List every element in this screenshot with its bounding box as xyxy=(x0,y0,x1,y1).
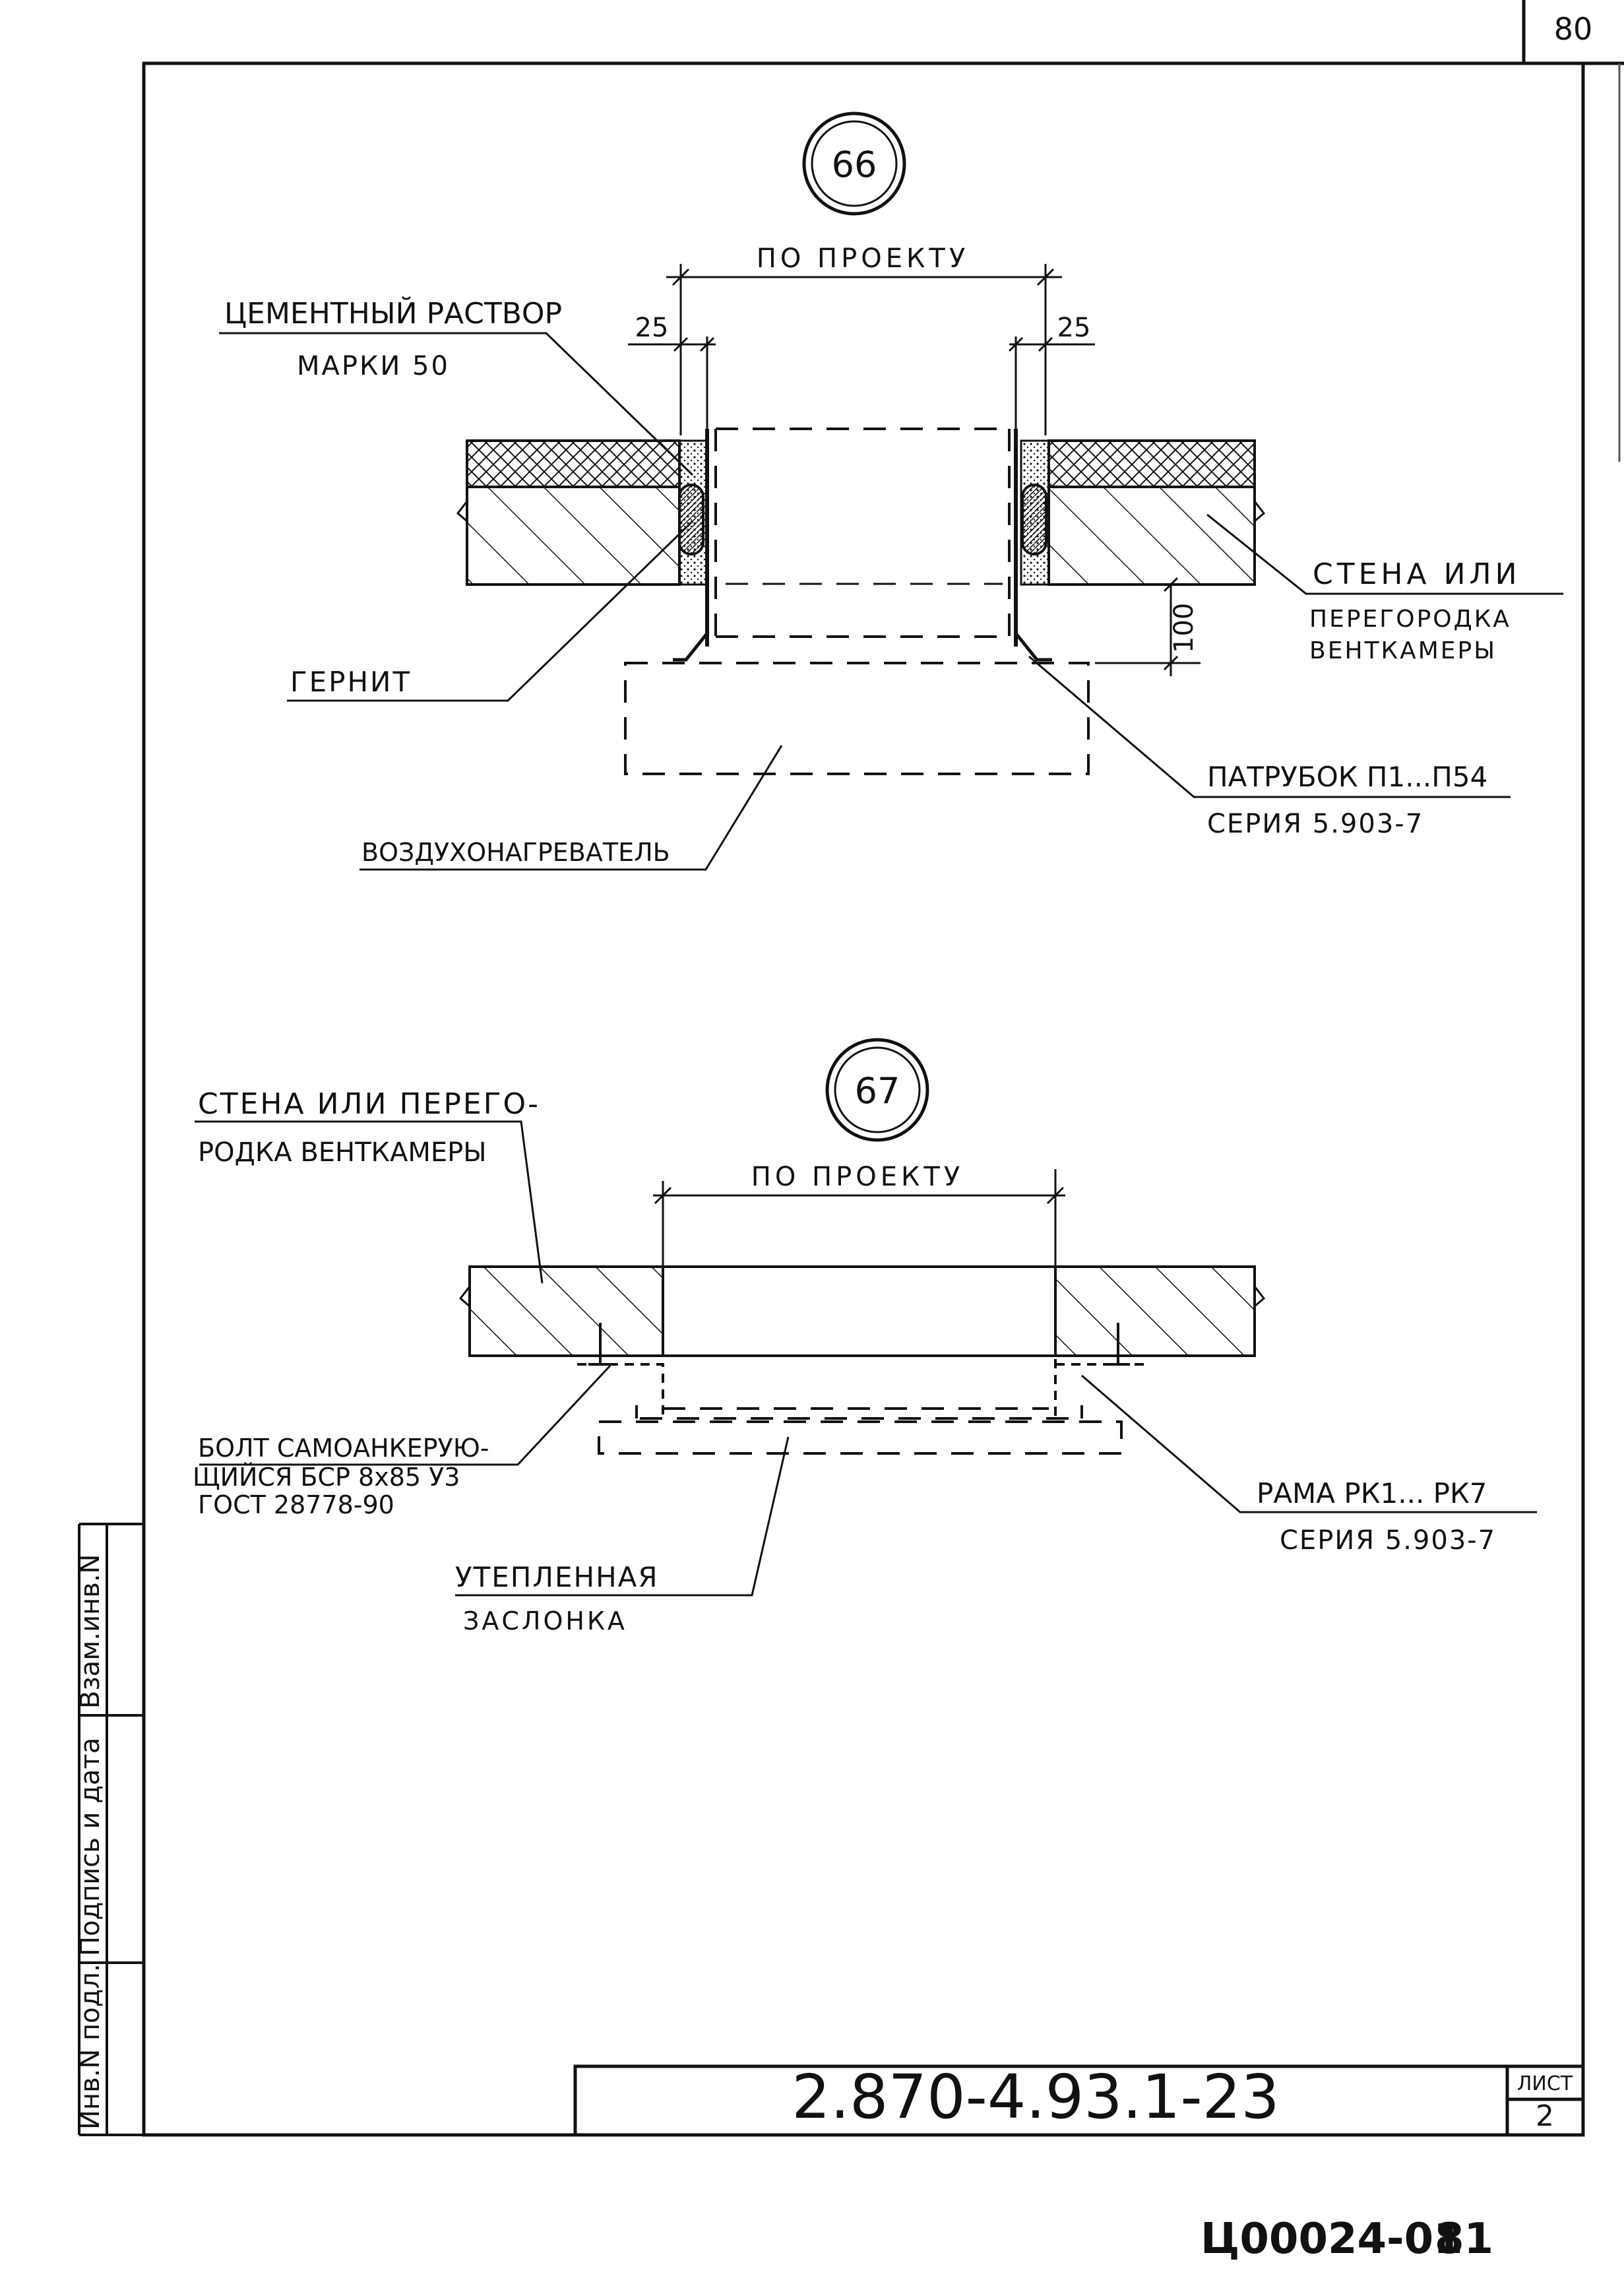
svg-text:100: 100 xyxy=(1169,603,1199,653)
archive-code: Ц00024-01 xyxy=(1201,2215,1463,2264)
svg-text:ПО ПРОЕКТУ: ПО ПРОЕКТУ xyxy=(757,243,969,274)
insulated-damper-outline xyxy=(598,1420,1123,1455)
label-pipe-series: СЕРИЯ 5.903-7 xyxy=(1207,809,1423,839)
detail-marker-67: 67 xyxy=(825,1038,929,1142)
label-damper-line2: ЗАСЛОНКА xyxy=(463,1606,627,1635)
frame-and-damper-67 xyxy=(577,1359,1148,1455)
label-bolt: БОЛТ САМОАНКЕРУЮ- xyxy=(198,1434,489,1463)
label-pipe: ПАТРУБОК П1...П54 xyxy=(1207,761,1487,793)
label-bolt-spec: ЩИЙСЯ БСР 8х85 У3 xyxy=(193,1463,460,1492)
archive-page: 81 xyxy=(1435,2215,1493,2264)
label-wall-66-line2: ПЕРЕГОРОДКА xyxy=(1309,606,1511,633)
dimension-main-66: ПО ПРОЕКТУ xyxy=(666,243,1062,435)
dimension-main-67: ПО ПРОЕКТУ xyxy=(653,1162,1065,1267)
label-frame-series: СЕРИЯ 5.903-7 xyxy=(1280,1525,1496,1556)
air-heater-outline xyxy=(624,662,1090,775)
label-cement-mortar-grade: МАРКИ 50 xyxy=(297,351,450,381)
detail-67: 67 ПО ПРОЕКТУ xyxy=(193,1038,1537,1635)
label-wall-67: СТЕНА ИЛИ ПЕРЕГО- xyxy=(198,1087,540,1121)
dimension-100: 100 xyxy=(1095,577,1201,676)
detail-66: 66 ПО ПРОЕКТУ 25 25 xyxy=(219,111,1563,871)
pipe-outline-66 xyxy=(673,428,1052,662)
detail-marker-66: 66 xyxy=(802,111,906,216)
dimension-25-right: 25 xyxy=(1008,313,1095,435)
sheet-label: ЛИСТ xyxy=(1517,2072,1573,2095)
wall-section-67 xyxy=(458,1265,1266,1366)
svg-text:ПО ПРОЕКТУ: ПО ПРОЕКТУ xyxy=(751,1162,964,1192)
signature-date-label: Подпись и дата xyxy=(75,1738,106,1956)
label-frame: РАМА РК1... РК7 xyxy=(1257,1477,1487,1509)
label-damper: УТЕПЛЕННАЯ xyxy=(455,1561,659,1593)
inv-no-orig-label: Инв.N подл. xyxy=(75,1963,106,2130)
label-wall-67-line2: РОДКА ВЕНТКАМЕРЫ xyxy=(198,1137,487,1168)
replace-inv-label: Взам.инв.N xyxy=(75,1554,106,1709)
svg-text:25: 25 xyxy=(635,313,669,343)
dimension-25-left: 25 xyxy=(628,313,716,435)
document-code: 2.870-4.93.1-23 xyxy=(792,2062,1279,2132)
label-wall-66-line3: ВЕНТКАМЕРЫ xyxy=(1309,637,1497,664)
wall-section-66 xyxy=(456,439,1266,586)
corner-page-number: 80 xyxy=(1554,11,1593,47)
leaders-67 xyxy=(195,1120,1537,1597)
side-stamp: Взам.инв.N Подпись и дата Инв.N подл. xyxy=(75,1523,144,2136)
label-heater: ВОЗДУХОНАГРЕВАТЕЛЬ xyxy=(361,838,670,867)
svg-text:66: 66 xyxy=(832,144,877,185)
label-cement-mortar: ЦЕМЕНТНЫЙ РАСТВОР xyxy=(224,296,562,331)
label-bolt-gost: ГОСТ 28778-90 xyxy=(198,1490,394,1519)
sheet-frame: 80 xyxy=(142,0,1624,2137)
leaders-66 xyxy=(219,332,1563,871)
svg-text:67: 67 xyxy=(855,1070,900,1112)
svg-text:25: 25 xyxy=(1057,313,1091,343)
label-wall-66: СТЕНА ИЛИ xyxy=(1313,557,1521,591)
title-block: 2.870-4.93.1-23 ЛИСТ 2 xyxy=(573,2062,1583,2135)
sheet-number: 2 xyxy=(1536,2099,1554,2133)
label-gernit: ГЕРНИТ xyxy=(290,666,412,698)
